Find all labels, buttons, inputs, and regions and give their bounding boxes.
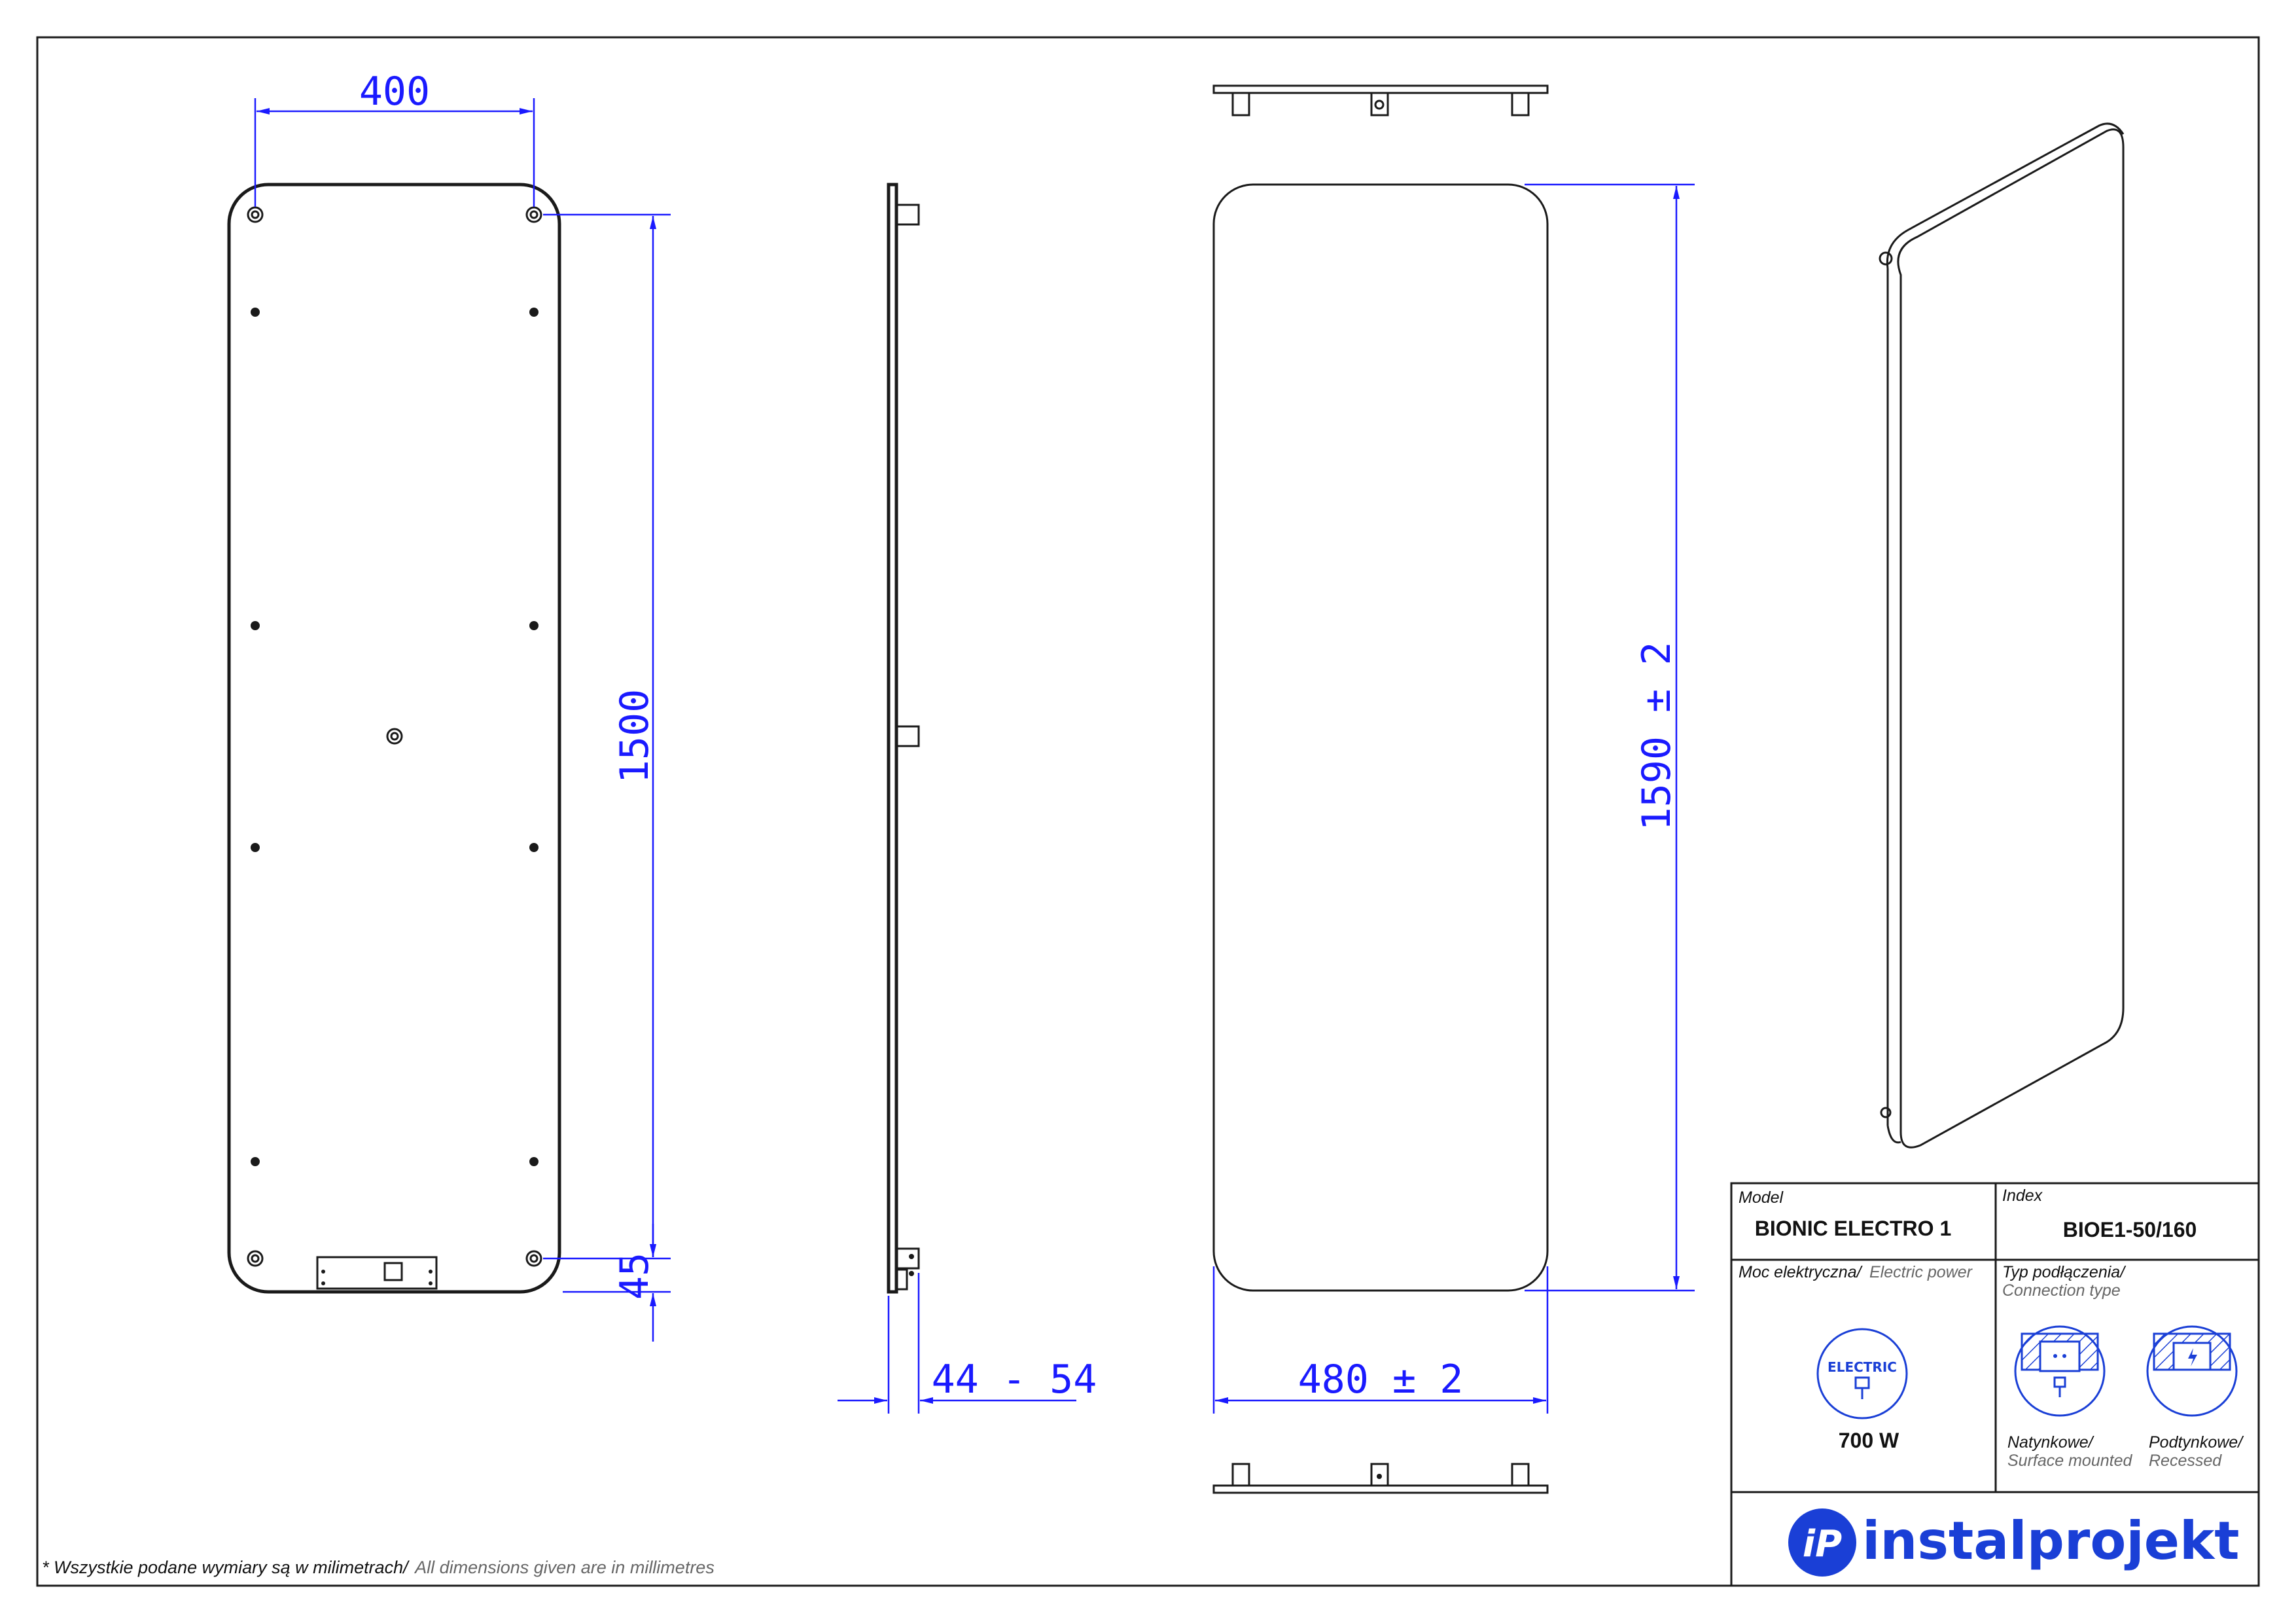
sheet-border [36, 36, 2260, 1587]
mounting-hole [247, 206, 264, 223]
connection-label-pl: Typ podłączenia/ [2002, 1263, 2127, 1281]
front-view [1212, 183, 1549, 1292]
dim-bottom-offset: 45 [563, 1224, 671, 1342]
fixing-point [529, 621, 539, 630]
dim-label-1500: 1500 [612, 689, 658, 784]
recessed-icon [2146, 1325, 2238, 1417]
power-label-pl: Moc elektryczna/ [1739, 1263, 1863, 1281]
title-block: Model BIONIC ELECTRO 1 Index BIOE1-50/16… [1730, 1182, 2260, 1587]
side-view [887, 183, 920, 1294]
mounting-hole [525, 206, 542, 223]
dim-label-1590: 1590 ± 2 [1634, 642, 1680, 831]
dim-label-400: 400 [359, 69, 430, 115]
model-value: BIONIC ELECTRO 1 [1755, 1217, 1951, 1240]
dim-front-width: 480 ± 2 [1212, 1266, 1549, 1414]
model-label: Model [1739, 1188, 1784, 1207]
recessed-label-en: Recessed [2149, 1452, 2222, 1470]
bottom-view [1212, 1463, 1549, 1494]
fixing-point [251, 308, 260, 317]
mounting-hole [525, 1250, 542, 1267]
surface-label-pl: Natynkowe/ [2007, 1433, 2095, 1452]
fixing-point [529, 843, 539, 852]
back-view [227, 183, 561, 1294]
units-note-pl: * Wszystkie podane wymiary są w milimetr… [42, 1558, 410, 1577]
dim-back-width: 400 [254, 69, 535, 207]
bracket [895, 1247, 920, 1270]
mounting-hole [247, 1250, 264, 1267]
dim-back-height: 1500 [543, 213, 671, 1260]
surface-mounted-icon [2014, 1325, 2106, 1417]
surface-label-en: Surface mounted [2007, 1452, 2132, 1470]
instalprojekt-logo: iP instalprojekt [1788, 1508, 2239, 1577]
control-box [316, 1256, 438, 1290]
mounting-hole [386, 728, 403, 745]
fixing-point [529, 1157, 539, 1166]
fixing-point [251, 1157, 260, 1166]
index-value: BIOE1-50/160 [2063, 1218, 2197, 1241]
logo-mark-text: iP [1803, 1523, 1842, 1565]
electric-badge-icon: ELECTRIC [1816, 1328, 1908, 1419]
brand-name: instalprojekt [1862, 1510, 2239, 1571]
power-value: 700 W [1839, 1429, 1899, 1452]
fixing-point [529, 308, 539, 317]
logo-mark-icon [1788, 1508, 1856, 1577]
units-note-en: All dimensions given are in millimetres [414, 1558, 715, 1577]
dim-label-44-54: 44 - 54 [932, 1357, 1097, 1402]
dim-label-45: 45 [612, 1253, 658, 1300]
back-view-outline [227, 183, 561, 1294]
side-view-panel [887, 183, 898, 1294]
isometric-view [1879, 122, 2125, 1149]
units-note: * Wszystkie podane wymiary są w milimetr… [42, 1558, 715, 1577]
front-view-outline [1212, 183, 1549, 1292]
fixing-point [251, 843, 260, 852]
bracket [895, 204, 920, 226]
recessed-label-pl: Podtynkowe/ [2149, 1433, 2244, 1452]
dim-front-height: 1590 ± 2 [1525, 183, 1695, 1292]
top-view [1212, 84, 1549, 116]
control-box-side [895, 1268, 908, 1291]
bracket [895, 725, 920, 747]
electric-badge-label: ELECTRIC [1828, 1359, 1897, 1375]
index-label: Index [2002, 1186, 2043, 1205]
power-label-en: Electric power [1869, 1263, 1973, 1281]
dim-label-480: 480 ± 2 [1298, 1357, 1464, 1402]
fixing-point [251, 621, 260, 630]
dim-depth: 44 - 54 [838, 1273, 1097, 1414]
connection-label-en: Connection type [2002, 1281, 2121, 1300]
